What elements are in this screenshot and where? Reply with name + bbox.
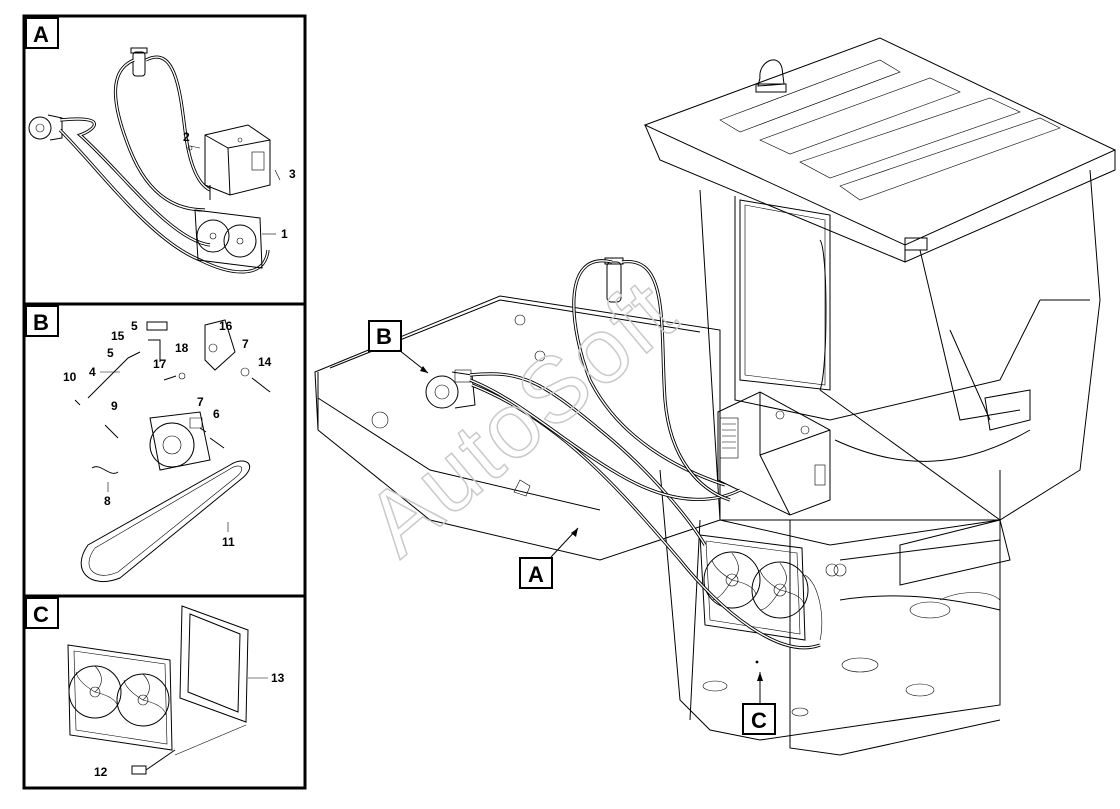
callout-c: C	[742, 672, 776, 735]
svg-text:A: A	[528, 562, 544, 587]
part-label-2: 2	[183, 130, 190, 144]
panel-c-letter: C	[33, 602, 49, 627]
part-label-15: 15	[111, 329, 125, 343]
panel-a-letter: A	[33, 22, 49, 47]
part-label-5b: 5	[107, 346, 114, 360]
refrigerant-hoses	[469, 259, 821, 650]
part-label-11: 11	[222, 535, 235, 549]
callout-b: B	[368, 320, 429, 374]
callout-a: A	[519, 527, 579, 589]
part-label-7a: 7	[242, 337, 249, 351]
part-label-16: 16	[219, 319, 233, 333]
panel-c: C 12 13	[22, 594, 307, 790]
part-label-10: 10	[63, 370, 77, 384]
part-label-13: 13	[271, 671, 285, 685]
panel-b-letter: B	[33, 310, 49, 335]
svg-text:C: C	[751, 708, 767, 733]
part-label-14: 14	[258, 355, 272, 369]
part-label-18: 18	[175, 341, 189, 355]
part-label-9: 9	[111, 399, 118, 413]
part-label-12: 12	[94, 765, 108, 779]
part-label-6: 6	[213, 407, 220, 421]
svg-text:B: B	[376, 324, 392, 349]
panel-b: B 4 5 5 6 7 7 8 9	[22, 302, 307, 598]
part-label-4: 4	[89, 365, 96, 379]
machine-illustration	[314, 37, 1117, 756]
panel-a: A 1 2 3	[22, 14, 307, 306]
part-label-8: 8	[104, 494, 111, 508]
part-label-3: 3	[289, 167, 296, 181]
part-label-7b: 7	[197, 395, 204, 409]
part-label-1: 1	[281, 227, 288, 241]
watermark: AutoSoft	[347, 260, 695, 575]
part-label-5a: 5	[131, 319, 138, 333]
part-label-17: 17	[153, 357, 167, 371]
